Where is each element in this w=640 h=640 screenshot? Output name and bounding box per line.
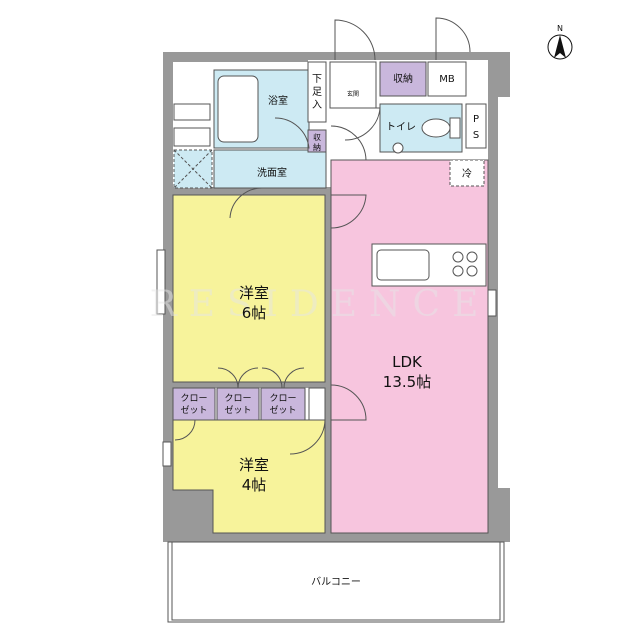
toilet-sink (392, 142, 404, 154)
entrance-area (329, 61, 377, 109)
closet-2-label-1: クロー (224, 393, 251, 404)
window-western-6 (156, 249, 166, 315)
shelf-1 (173, 103, 211, 121)
door-closet-1 (174, 419, 196, 441)
stove-icon (452, 251, 478, 277)
western-room-6-size: 6帖 (242, 304, 267, 322)
wall-top-left (163, 52, 308, 62)
door-swings (174, 17, 471, 455)
entrance-label: 玄関 (347, 90, 359, 98)
kitchen-sink (376, 249, 430, 281)
door-western-4 (289, 419, 326, 455)
ldk-name: LDK (392, 353, 423, 371)
compass-letter: N (557, 24, 563, 33)
toilet-bowl (421, 118, 451, 138)
mb-area (427, 61, 467, 97)
closet-3-label-1: クロー (269, 393, 296, 404)
small-storage-label-1: 収 (313, 132, 321, 142)
balcony-outer (167, 541, 505, 623)
small-storage-area (307, 129, 327, 153)
fridge-space (449, 159, 485, 187)
bathroom-label: 浴室 (268, 94, 288, 107)
door-toilet (344, 107, 381, 141)
toilet-label: トイレ (386, 122, 416, 133)
door-closet-3a (261, 367, 283, 389)
closet-3-label-2: ゼット (269, 404, 296, 416)
wall-bottom (163, 533, 510, 542)
wall-mid-horizontal (173, 187, 483, 195)
western-room-4-size: 4帖 (242, 476, 267, 494)
door-western-6 (330, 194, 367, 229)
door-entrance (334, 19, 376, 61)
wall-entrance-top (308, 52, 488, 60)
storage-label: 収納 (393, 72, 413, 85)
closet-1-label-2: ゼット (180, 404, 207, 416)
balcony-label: バルコニー (311, 576, 361, 588)
laundry-cross-2 (173, 149, 213, 189)
washroom-label: 洗面室 (257, 166, 287, 179)
shelf-2 (173, 127, 211, 147)
door-bathroom (274, 117, 310, 149)
washroom-area (213, 149, 327, 189)
ps-label-s: S (473, 130, 479, 141)
shoe-cabinet-area (307, 61, 327, 123)
compass-icon: N (547, 24, 573, 60)
hall-storage-area (308, 387, 326, 421)
closet-1-label-1: クロー (180, 393, 207, 404)
window-western-4 (162, 441, 172, 467)
wall-ldk-left (325, 195, 331, 533)
door-hall (330, 125, 367, 161)
shoe-cabinet-label-1: 下 (312, 74, 322, 85)
mb-label: MB (439, 74, 455, 85)
door-washroom (229, 187, 263, 219)
laundry-area (173, 149, 213, 189)
window-right (487, 289, 497, 317)
closet-3-area (260, 387, 306, 421)
ldk-area (330, 159, 489, 534)
western-room-6-name: 洋室 (239, 284, 269, 302)
wall-left (163, 52, 173, 542)
door-closet-2b (237, 367, 259, 389)
fridge-label: 冷 (462, 167, 472, 180)
ps-label-p: P (473, 114, 479, 125)
shoe-cabinet-label-2: 足 (312, 86, 322, 98)
small-storage-label-2: 納 (313, 142, 321, 152)
wall-western-divider (173, 382, 325, 388)
storage-area (379, 61, 427, 97)
door-closet-3b (283, 367, 305, 389)
closet-2-label-2: ゼット (224, 404, 251, 416)
watermark: RESIDENCE (150, 284, 491, 325)
closet-1-area (172, 387, 216, 421)
balcony-area (171, 541, 501, 621)
western-room-4-name: 洋室 (239, 456, 269, 474)
ldk-size: 13.5帖 (383, 373, 431, 391)
door-mb-top (435, 17, 471, 60)
shoe-cabinet-label-3: 入 (312, 100, 322, 111)
ps-area (465, 103, 487, 149)
door-ldk (330, 384, 367, 421)
toilet-tank (449, 117, 461, 139)
western-room-6-area (172, 194, 326, 383)
bathtub (217, 75, 259, 143)
